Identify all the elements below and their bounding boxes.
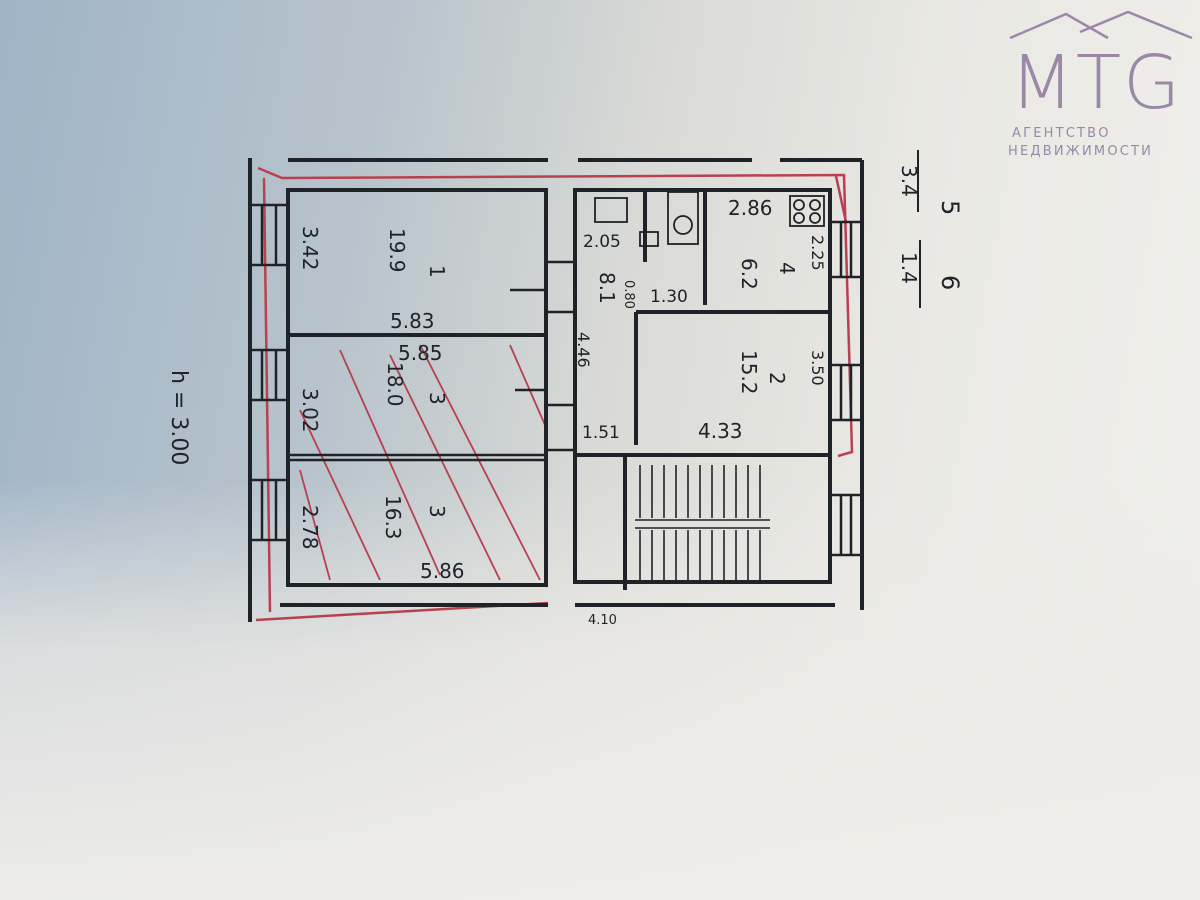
side-num-6-sub: 1.4 [897,252,921,284]
roof-icon [1009,10,1193,40]
room-5-area: 8.1 [595,272,619,304]
mtg-logo: MTG АГЕНТСТВО НЕДВИЖИМОСТИ [1004,8,1196,159]
room-4-number: 4 [775,262,799,275]
room-3b-area: 16.3 [381,495,405,540]
dim-151: 1.51 [582,423,620,443]
dim-586: 5.86 [420,559,465,583]
stove-icon [789,195,825,227]
room-2-area: 15.2 [737,350,761,395]
logo-line-1: АГЕНТСТВО [1012,126,1111,141]
room-1-area: 19.9 [385,228,409,273]
dim-278: 2.78 [298,505,322,550]
dim-130: 1.30 [650,287,688,307]
staircase [635,465,770,580]
inner-partitions [288,260,577,462]
dim-585: 5.85 [398,341,443,365]
side-note-lines [917,150,921,308]
room-2-number: 2 [765,372,789,385]
red-outline [255,166,854,622]
dim-302: 3.02 [298,388,322,433]
walls [248,158,864,622]
dim-433: 4.33 [698,419,743,443]
room-hatch [299,344,546,581]
right-windows [828,220,864,557]
side-num-5: 5 [936,200,964,215]
dim-225: 2.25 [808,235,827,271]
dim-583: 5.83 [390,309,435,333]
dim-446: 4.46 [574,332,593,368]
plan-labels: 1 19.9 3 18.0 3 16.3 2 15.2 4 6.2 8.1 5.… [166,165,964,628]
room-3b-number: 3 [425,505,449,518]
toilet-icon [667,191,699,245]
paper-background [0,480,1200,900]
left-windows [248,203,290,542]
bathtub-icon [594,197,628,223]
dim-342: 3.42 [298,226,322,271]
dim-205: 2.05 [583,232,621,252]
room-1-number: 1 [425,265,449,278]
logo-line-2: НЕДВИЖИМОСТИ [1008,144,1154,159]
logo-letters: MTG [1010,40,1183,126]
side-num-6: 6 [936,275,964,290]
dim-350: 3.50 [808,350,827,386]
room-4-area: 6.2 [737,258,761,290]
dim-286: 2.86 [728,196,773,220]
room-3a-number: 3 [425,392,449,405]
dim-410: 4.10 [588,613,617,628]
fixtures [594,191,825,247]
sink-icon [639,231,659,247]
room-3a-area: 18.0 [383,362,407,407]
dim-080: 0.80 [621,280,636,309]
ceiling-height: h = 3.00 [166,370,191,465]
